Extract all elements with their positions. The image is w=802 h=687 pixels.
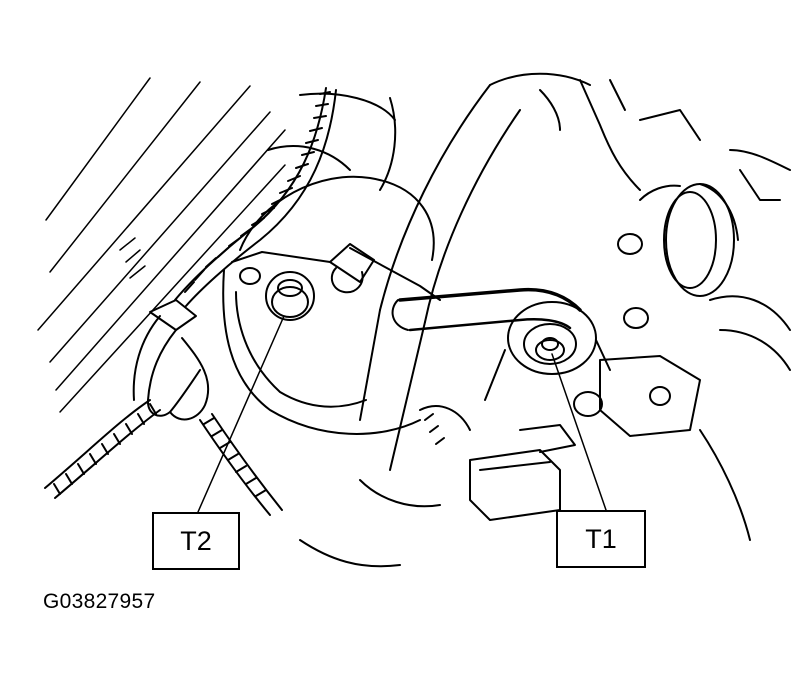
bolt-t1-icon xyxy=(484,301,611,401)
callout-t1-label: T1 xyxy=(556,510,646,568)
callout-t2-label: T2 xyxy=(152,512,240,570)
wire-harness xyxy=(44,87,337,516)
hood-edge-lines xyxy=(37,77,286,413)
lower-connectors xyxy=(299,405,576,568)
intake-tube xyxy=(359,72,641,471)
throttle-body xyxy=(639,183,739,297)
engine-housing xyxy=(222,92,435,435)
leader-t2 xyxy=(197,315,285,513)
left-hose xyxy=(132,299,210,421)
leader-t1 xyxy=(551,353,607,511)
right-side-components xyxy=(599,109,791,541)
callout-leaders xyxy=(197,315,607,513)
tube-clamp xyxy=(329,243,441,301)
strut-bar xyxy=(391,287,582,332)
hex-bolts xyxy=(239,233,649,417)
figure-id-label: G03827957 xyxy=(43,590,156,613)
bolt-t2-icon xyxy=(265,271,315,321)
